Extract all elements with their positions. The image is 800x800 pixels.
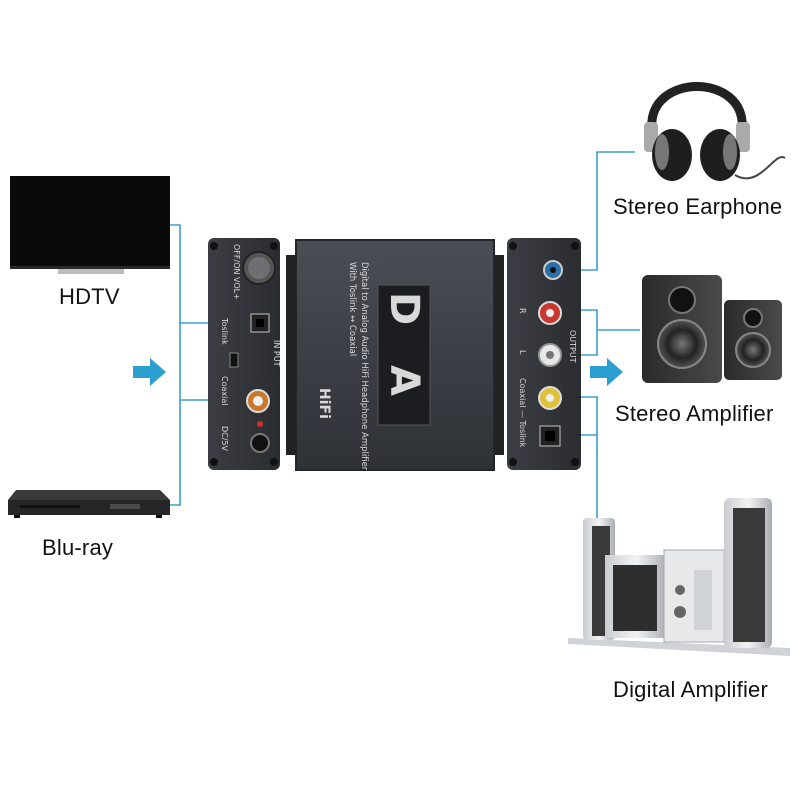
hdtv-line xyxy=(170,224,181,506)
power-label: OFF/ON VOL+ xyxy=(232,244,241,300)
converter-body xyxy=(286,239,504,471)
right-bottom-label: Coaxial — Toslink xyxy=(518,378,527,448)
logo-a: A xyxy=(381,365,427,396)
earphone-label: Stereo Earphone xyxy=(613,194,783,219)
stereo-speakers-image xyxy=(642,275,782,383)
hdtv-label: HDTV xyxy=(59,284,120,309)
l-label: L xyxy=(518,350,527,355)
dc-label: DC/5V xyxy=(220,426,229,452)
converter-right-panel xyxy=(507,238,581,470)
logo-plate xyxy=(377,284,431,426)
logo-d: D xyxy=(381,292,427,325)
dc-port xyxy=(250,433,270,453)
digital-amp-label: Digital Amplifier xyxy=(613,677,769,702)
hifi-badge: HiFi xyxy=(316,388,332,419)
amplifier-label: Stereo Amplifier xyxy=(615,401,774,426)
headphones-image xyxy=(644,82,786,181)
bluray-label: Blu-ray xyxy=(42,535,114,560)
top-text-line2: With Toslink ↔ Coaxial xyxy=(347,262,357,356)
home-theater-image xyxy=(568,498,790,656)
coaxial-in-label: Coaxial xyxy=(220,376,229,405)
output-arrow xyxy=(590,358,623,386)
toslink-in-label: Toslink xyxy=(220,317,229,345)
output-label: OUTPUT xyxy=(568,330,577,363)
input-label: IN PUT xyxy=(272,340,281,367)
top-text-line1: Digital to Analog Audio HiFi Headphone A… xyxy=(359,262,369,471)
converter-left-panel xyxy=(208,238,280,470)
hdtv-image xyxy=(10,176,170,274)
input-arrow xyxy=(133,358,166,386)
bluray-image xyxy=(8,490,170,518)
r-label: R xyxy=(518,308,527,314)
